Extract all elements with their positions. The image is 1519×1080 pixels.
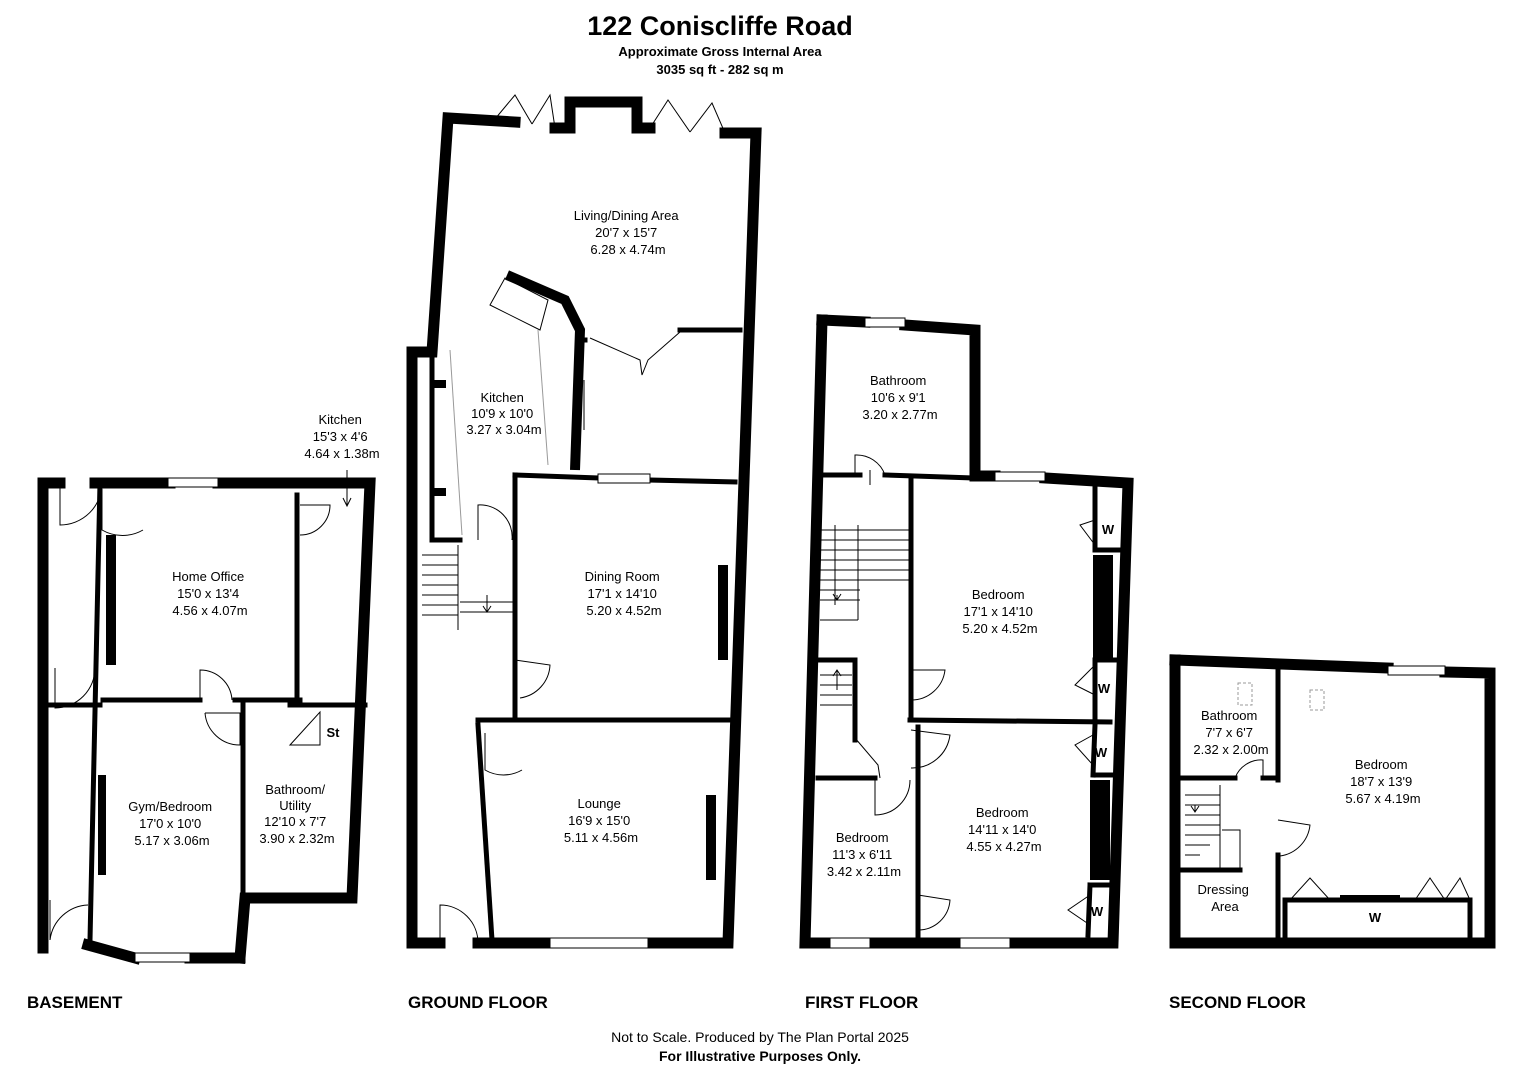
wardrobe-label: W [1091, 904, 1104, 919]
room-size-imperial: 17'1 x 14'10 [964, 604, 1033, 619]
plan-subtitle: Approximate Gross Internal Area [618, 44, 822, 59]
room-name: Living/Dining Area [574, 208, 680, 223]
room-size-imperial: 18'7 x 13'9 [1350, 774, 1412, 789]
room-size-imperial: 14'11 x 14'0 [968, 822, 1036, 837]
footer-disclaimer: For Illustrative Purposes Only. [659, 1048, 861, 1064]
second-room-bathroom: Bathroom 7'7 x 6'7 2.32 x 2.00m [1193, 708, 1268, 757]
room-name-line2: Utility [279, 798, 311, 813]
room-size-imperial: 17'0 x 10'0 [139, 816, 201, 831]
first-room-bedroom-2: Bedroom 14'11 x 14'0 4.55 x 4.27m [966, 805, 1041, 854]
room-size-metric: 3.20 x 2.77m [862, 407, 937, 422]
room-size-imperial: 12'10 x 7'7 [264, 814, 326, 829]
first-floor-plan: W W W W Bathroom 10'6 x 9'1 3.20 x 2.77m… [799, 314, 1134, 1012]
second-floor-plan: W Bathroom 7'7 x 6'7 2.32 x 2.00m Bedroo… [1169, 654, 1496, 1012]
room-size-imperial: 7'7 x 6'7 [1205, 725, 1253, 740]
room-name-line2: Area [1211, 899, 1239, 914]
room-size-metric: 2.32 x 2.00m [1193, 742, 1268, 757]
basement-plan: St Home Office 15'0 x 13'4 4.56 x 4.07m … [27, 412, 380, 1012]
room-name: Gym/Bedroom [128, 799, 212, 814]
room-size-metric: 5.20 x 4.52m [586, 603, 661, 618]
room-size-imperial: 20'7 x 15'7 [595, 225, 657, 240]
basement-floor-label: BASEMENT [27, 993, 123, 1012]
room-size-metric: 6.28 x 4.74m [590, 242, 665, 257]
room-name: Lounge [577, 796, 620, 811]
room-name: Bathroom [1201, 708, 1257, 723]
second-room-bedroom: Bedroom 18'7 x 13'9 5.67 x 4.19m [1345, 757, 1420, 806]
first-room-bedroom-1: Bedroom 17'1 x 14'10 5.20 x 4.52m [962, 587, 1037, 636]
room-size-imperial: 15'3 x 4'6 [313, 429, 368, 444]
room-name: Bedroom [836, 830, 889, 845]
room-name: Bedroom [1355, 757, 1408, 772]
room-size-metric: 4.56 x 4.07m [172, 603, 247, 618]
room-size-metric: 3.90 x 2.32m [259, 831, 334, 846]
ground-floor-plan: Living/Dining Area 20'7 x 15'7 6.28 x 4.… [406, 93, 762, 1012]
ground-stairs [422, 545, 515, 630]
ground-floor-label: GROUND FLOOR [408, 993, 548, 1012]
room-name: Bedroom [976, 805, 1029, 820]
first-stairs [820, 525, 910, 706]
room-size-imperial: 15'0 x 13'4 [177, 586, 239, 601]
first-floor-label: FIRST FLOOR [805, 993, 918, 1012]
room-size-metric: 5.17 x 3.06m [134, 833, 209, 848]
basement-room-kitchen: Kitchen 15'3 x 4'6 4.64 x 1.38m [304, 412, 379, 461]
room-name: Kitchen [481, 390, 524, 405]
plan-title: 122 Coniscliffe Road [587, 11, 853, 41]
room-name: Bathroom/ [265, 782, 325, 797]
room-size-metric: 3.27 x 3.04m [466, 422, 541, 437]
first-room-bathroom: Bathroom 10'6 x 9'1 3.20 x 2.77m [862, 373, 937, 422]
basement-room-home-office: Home Office 15'0 x 13'4 4.56 x 4.07m [172, 569, 248, 618]
room-name: Kitchen [319, 412, 362, 427]
first-room-bedroom-3: Bedroom 11'3 x 6'11 3.42 x 2.11m [827, 830, 901, 879]
second-floor-label: SECOND FLOOR [1169, 993, 1306, 1012]
room-name: Dining Room [585, 569, 660, 584]
second-stairs [1185, 785, 1241, 870]
room-size-metric: 3.42 x 2.11m [827, 864, 901, 879]
room-size-metric: 5.20 x 4.52m [962, 621, 1037, 636]
wardrobe-label: W [1098, 681, 1111, 696]
ground-room-living-dining: Living/Dining Area 20'7 x 15'7 6.28 x 4.… [574, 208, 682, 257]
ground-room-dining-room: Dining Room 17'1 x 14'10 5.20 x 4.52m [585, 569, 664, 618]
wardrobe-label: W [1369, 910, 1382, 925]
room-name: Dressing [1198, 882, 1249, 897]
room-name: Home Office [172, 569, 244, 584]
ground-room-kitchen: Kitchen 10'9 x 10'0 3.27 x 3.04m [466, 390, 541, 437]
wardrobe-label: W [1102, 522, 1115, 537]
room-size-imperial: 10'9 x 10'0 [471, 406, 533, 421]
ground-room-lounge: Lounge 16'9 x 15'0 5.11 x 4.56m [564, 796, 638, 845]
basement-room-gym-bedroom: Gym/Bedroom 17'0 x 10'0 5.17 x 3.06m [128, 799, 215, 848]
room-size-imperial: 17'1 x 14'10 [588, 586, 657, 601]
room-size-metric: 4.64 x 1.38m [304, 446, 379, 461]
room-size-imperial: 16'9 x 15'0 [568, 813, 630, 828]
room-size-metric: 4.55 x 4.27m [966, 839, 1041, 854]
room-size-imperial: 10'6 x 9'1 [871, 390, 926, 405]
room-name: Bedroom [972, 587, 1025, 602]
plan-area: 3035 sq ft - 282 sq m [656, 62, 783, 77]
room-size-metric: 5.67 x 4.19m [1345, 791, 1420, 806]
second-room-dressing-area: Dressing Area [1198, 882, 1253, 914]
room-name: Bathroom [870, 373, 926, 388]
footer-credit: Not to Scale. Produced by The Plan Porta… [611, 1029, 909, 1045]
basement-store-label: St [327, 725, 341, 740]
room-size-metric: 5.11 x 4.56m [564, 830, 638, 845]
basement-room-bathroom-utility: Bathroom/ Utility 12'10 x 7'7 3.90 x 2.3… [259, 782, 334, 846]
room-size-imperial: 11'3 x 6'11 [832, 847, 892, 862]
wardrobe-label: W [1095, 745, 1108, 760]
